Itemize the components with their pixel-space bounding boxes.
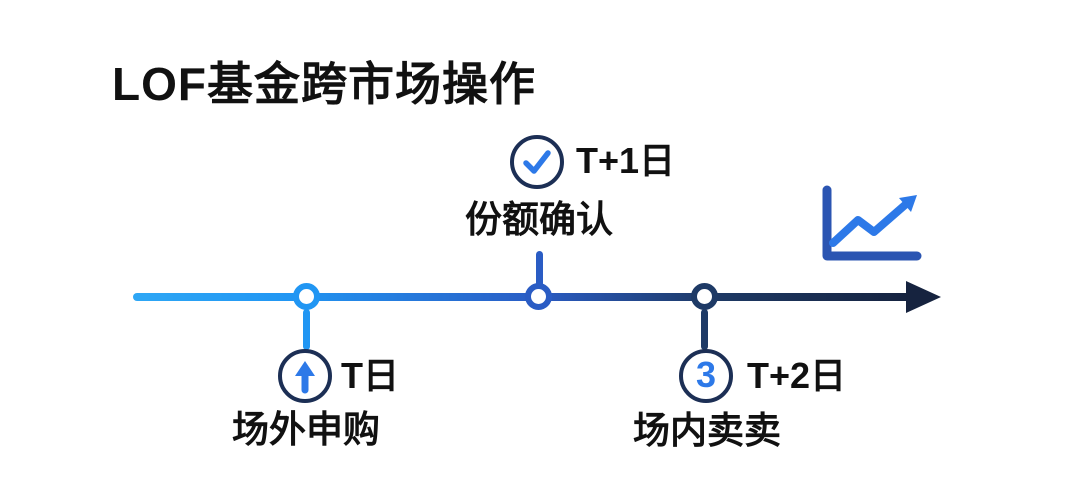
step-number: 3 xyxy=(695,354,717,395)
milestone-1-connector xyxy=(303,309,310,350)
milestone-3-connector xyxy=(701,309,708,350)
check-circle-icon xyxy=(510,135,564,189)
timeline-node-t2 xyxy=(691,283,718,310)
milestone-2-day-label: T+1日 xyxy=(576,140,676,181)
timeline-axis xyxy=(133,293,911,301)
arrow-up-circle-icon xyxy=(278,349,332,403)
number-3-circle-icon: 3 xyxy=(679,349,733,403)
milestone-2-action-label: 份额确认 xyxy=(465,199,613,240)
milestone-3-day-label: T+2日 xyxy=(747,355,847,396)
milestone-3-action-label: 场内卖卖 xyxy=(633,410,781,451)
milestone-1-action-label: 场外申购 xyxy=(232,409,380,450)
timeline-node-t0 xyxy=(293,283,320,310)
line-chart-rising-icon xyxy=(813,184,928,271)
milestone-1-day-label: T日 xyxy=(341,355,399,396)
milestone-2-connector xyxy=(536,251,543,287)
check-icon xyxy=(523,150,551,174)
timeline-node-t1 xyxy=(525,283,552,310)
page-title: LOF基金跨市场操作 xyxy=(112,58,536,110)
arrow-up-icon xyxy=(295,361,315,394)
timeline-arrowhead-icon xyxy=(906,281,941,313)
